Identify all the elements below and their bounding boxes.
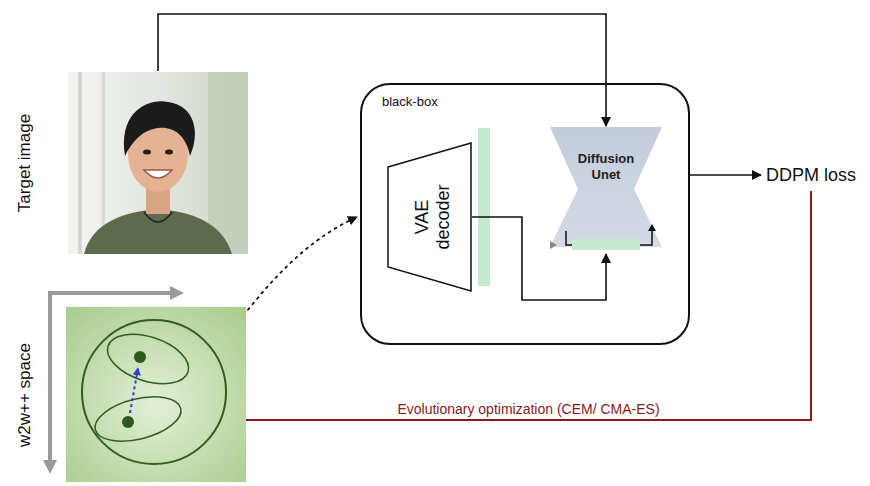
label-wrap: Diffusion Unet [550,151,662,183]
axis-line [48,291,52,462]
eye [165,150,173,155]
unet-shape [550,127,662,253]
unet-hourglass: Diffusion Unet [550,127,662,253]
latent-point [134,351,146,363]
latent-bar [478,128,490,286]
side-label: w2w++ space [15,343,35,447]
eye [143,150,151,155]
hourglass-outline [550,127,662,247]
decoder-trapezoid: VAE decoder [387,142,472,292]
latent-space-panel: w2w++ space [66,307,246,482]
target-image: Target image [68,72,248,254]
connector [690,174,761,176]
wall-blur [208,72,248,254]
axis-head [170,286,184,300]
axis-line [50,291,170,295]
latent-space-illustration [66,307,246,482]
space-circle [82,320,226,464]
loss-label: DDPM loss [766,163,856,187]
cluster-ellipse [101,325,194,393]
skip-line [566,231,572,245]
direction-arrow [130,368,138,413]
cluster-ellipse [90,389,185,449]
smile [144,170,172,178]
label-wrap: black-box [382,92,438,110]
latent-space-panel [66,307,246,482]
window-frame [78,72,82,254]
skip-head [648,224,656,231]
side-label: Target image [15,114,35,212]
latent-bar [572,239,640,250]
photo-background [68,72,248,254]
container-label: black-box [382,94,438,109]
shirt [84,209,232,254]
latent-point [122,416,134,428]
skip-line [640,229,652,245]
necklace [144,212,172,222]
unet-label: Diffusion Unet [570,151,642,183]
photo-illustration [68,72,248,254]
timestep-marker [550,241,557,249]
black-box-container: black-boxVAE decoder Diffusion Unet [360,83,690,345]
trapezoid-outline [388,143,471,291]
axis-head [43,460,57,474]
loss-label-node: DDPM loss [766,163,856,187]
decoder-label: VAE decoder [412,171,454,263]
hair [124,101,195,156]
edge-label: Evolutionary optimization (CEM/ CMA-ES) [394,401,662,417]
edge-label-wrap: Evolutionary optimization (CEM/ CMA-ES) [394,400,662,418]
